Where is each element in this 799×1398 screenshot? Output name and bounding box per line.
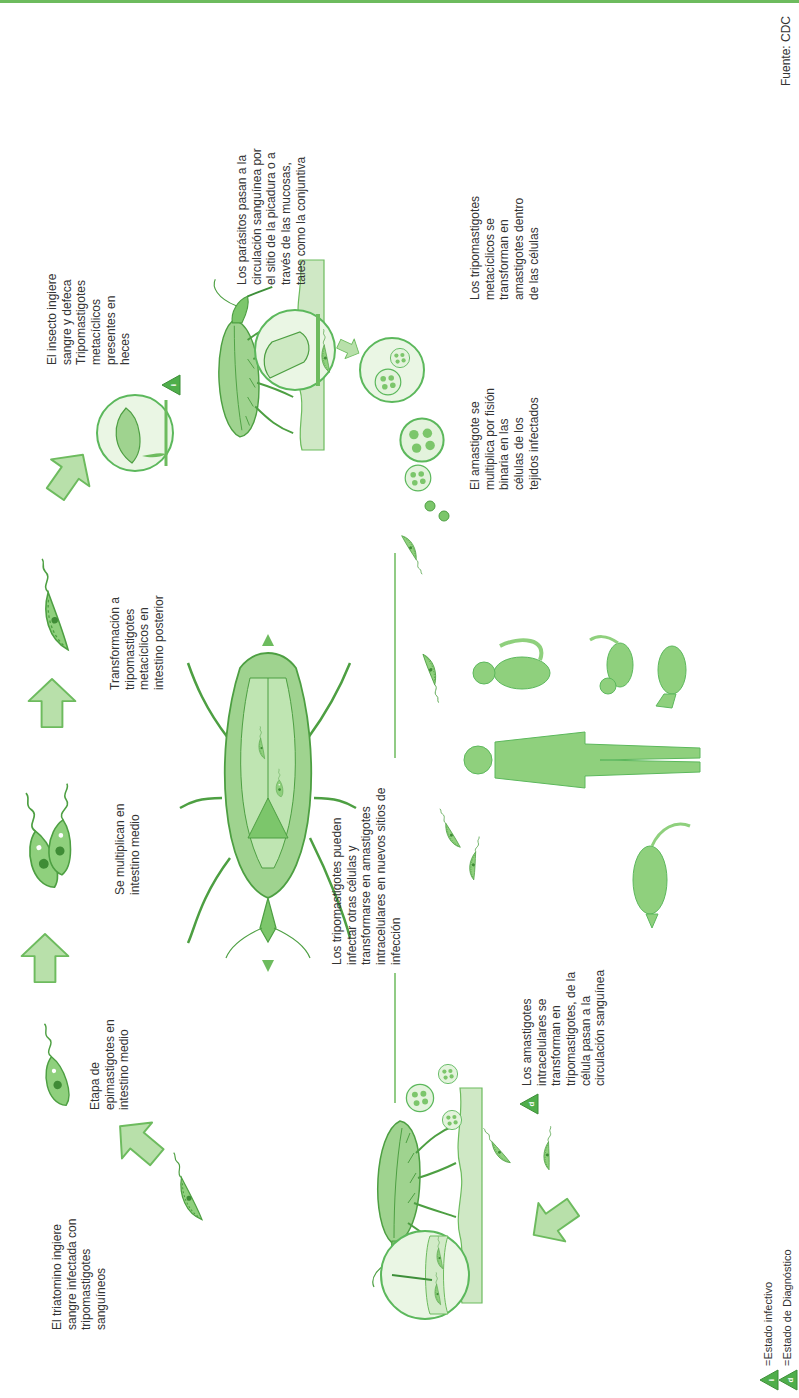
- blood-vessel: [426, 1236, 449, 1314]
- divider-line: [394, 553, 396, 1103]
- stage-caption: Transformación a tripomastigotes metacíc…: [108, 575, 167, 690]
- cell-callout: [360, 338, 424, 402]
- infected-cell: [400, 418, 443, 461]
- stage-letter: d: [527, 1094, 537, 1114]
- legend-marker: [760, 1370, 778, 1390]
- top-rule: [0, 0, 799, 3]
- trypomastigote-image: [171, 1150, 202, 1223]
- infected-cell: [375, 369, 401, 395]
- epimastigote-image: [46, 782, 81, 875]
- stage-caption: El insecto ingiere sangre y defeca Tripo…: [45, 273, 133, 365]
- triatomine-top-view: [180, 653, 356, 958]
- stage-caption: Los amastigotes intracelulares se transf…: [520, 961, 608, 1086]
- legend-entry: =Estado de Diagnóstico: [781, 1250, 793, 1367]
- cycle-arrow: [36, 441, 102, 507]
- infected-cell: [438, 1064, 457, 1083]
- source-note: Fuente: CDC: [779, 6, 794, 86]
- infective-stage-marker: [162, 375, 180, 395]
- stage-caption: Los parásitos pasan a la circulación san…: [235, 145, 308, 285]
- infected-cell: [406, 1084, 433, 1111]
- trypomastigote-image: [437, 1236, 443, 1268]
- stage-caption: Se multiplican en intestino medio: [113, 790, 142, 895]
- stage-caption: Etapa de epimastigotes en intestino medi…: [88, 1010, 132, 1110]
- legend-marker: [779, 1370, 797, 1390]
- trypomastigote-image: [322, 329, 330, 372]
- cycle-arrow: [105, 1108, 172, 1175]
- bite-site-callout: [255, 310, 335, 390]
- direction-mark: [262, 960, 274, 972]
- blood-callout: [381, 1231, 469, 1319]
- stage-caption: El amastigote se multiplica por fisión b…: [468, 380, 541, 490]
- cycle-arrow: [334, 334, 363, 363]
- skin-surface: [165, 400, 168, 466]
- infected-cell: [405, 465, 431, 491]
- proboscis: [392, 1275, 432, 1280]
- infected-cell: [390, 348, 409, 367]
- host-silhouettes: [464, 637, 700, 928]
- trypomastigote-image: [466, 836, 485, 880]
- trypomastigote-image: [482, 1125, 510, 1166]
- metacyclic-trypomastigote-image: [38, 557, 68, 652]
- trypomastigote-image: [423, 653, 441, 704]
- amastigote: [425, 501, 435, 511]
- cycle-arrow: [22, 934, 69, 982]
- amastigote: [439, 511, 449, 521]
- diagnostic-stage-marker: [520, 1094, 538, 1114]
- direction-mark: [262, 634, 274, 646]
- stage-letter: i: [767, 1370, 777, 1390]
- feces-callout: [97, 395, 173, 471]
- trypomastigote-image: [435, 1272, 441, 1304]
- stage-caption: Los tripomastigotes metacíclicos se tran…: [468, 188, 541, 300]
- cycle-arrow: [29, 679, 76, 727]
- legend-entry: =Estado infectivo: [762, 1282, 774, 1366]
- legend-text: =Estado infectivo: [762, 1282, 774, 1366]
- feces-drop: [142, 453, 166, 457]
- stage-caption: El triatomino ingiere sangre infectada c…: [50, 1210, 109, 1330]
- stage-caption: Los tripomastigotes pueden infectar otra…: [330, 780, 403, 965]
- stage-letter: d: [786, 1370, 796, 1390]
- cycle-arrow: [520, 1188, 586, 1254]
- trypomastigote-image: [402, 533, 424, 576]
- stage-letter: i: [169, 375, 179, 395]
- bug-abdomen: [116, 408, 140, 463]
- skin-surface: [316, 314, 320, 386]
- finger-image: [264, 332, 309, 378]
- epimastigote-image: [37, 1022, 72, 1108]
- trypomastigote-image: [438, 807, 460, 850]
- infected-cell: [442, 1110, 461, 1129]
- trypomastigote-image: [541, 1126, 556, 1170]
- legend-text: =Estado de Diagnóstico: [781, 1250, 793, 1367]
